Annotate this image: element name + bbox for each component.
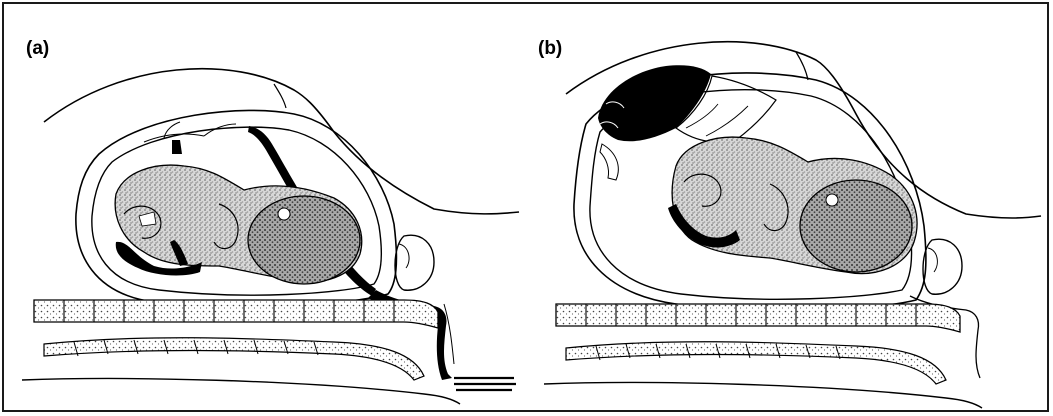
fetal-head bbox=[800, 180, 912, 272]
spine bbox=[34, 300, 438, 328]
pubic-symphysis bbox=[923, 239, 962, 294]
panel-label-a: (a) bbox=[26, 38, 49, 60]
panel-a: (a) bbox=[4, 4, 524, 410]
retroplacental-hematoma bbox=[598, 65, 711, 141]
fetal-head bbox=[248, 196, 360, 284]
panel-a-illustration bbox=[4, 4, 524, 410]
panel-b: (b) bbox=[526, 4, 1046, 410]
panel-b-illustration bbox=[526, 4, 1046, 410]
spine bbox=[556, 304, 960, 332]
placental-clot bbox=[172, 140, 182, 154]
pubic-symphysis bbox=[395, 235, 434, 290]
figure-frame: (a) bbox=[2, 2, 1049, 412]
panel-label-b: (b) bbox=[538, 38, 562, 60]
